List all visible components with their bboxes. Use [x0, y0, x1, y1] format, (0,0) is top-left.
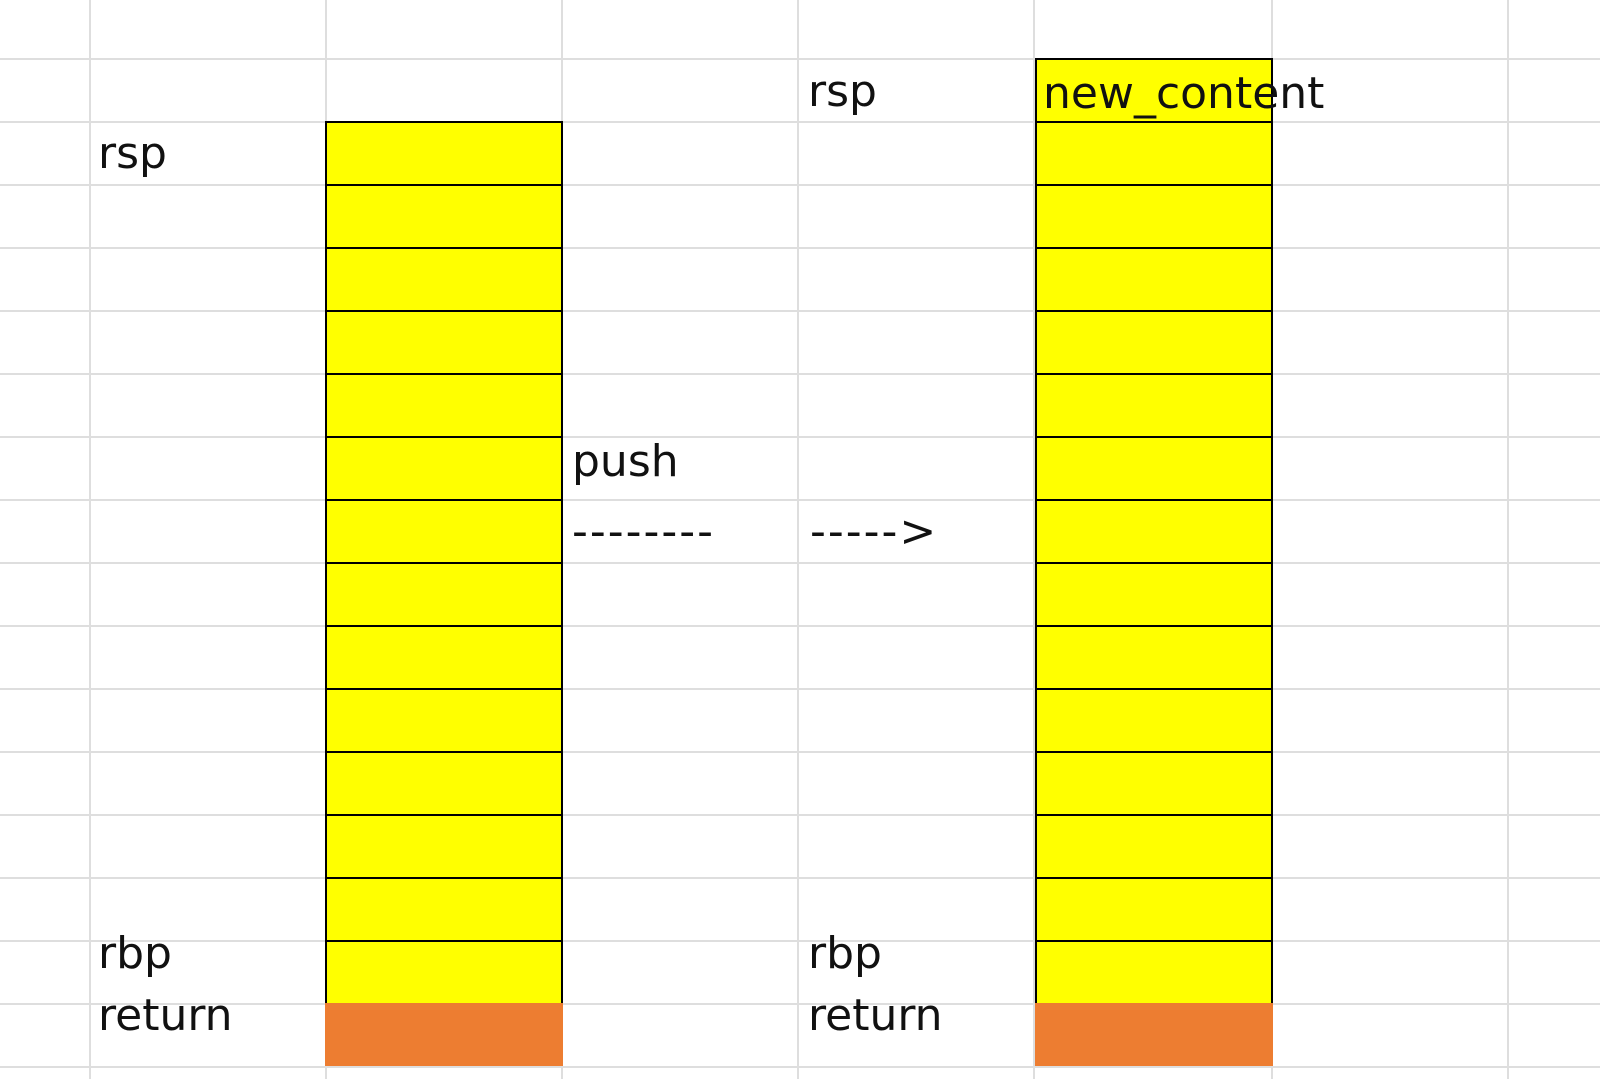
right-stack-cell — [1035, 436, 1273, 501]
grid-row-line — [0, 751, 1600, 753]
left-stack-cell — [325, 499, 563, 564]
right-stack-cell — [1035, 499, 1273, 564]
arrow-dashes-left: -------- — [572, 506, 716, 557]
grid-row-line — [0, 940, 1600, 942]
right-stack-cell — [1035, 625, 1273, 690]
arrow-dashes-right: -----> — [810, 506, 939, 557]
grid-row-line — [0, 1066, 1600, 1068]
right-stack-cell — [1035, 877, 1273, 942]
left-stack-cell — [325, 625, 563, 690]
right-stack-cell — [1035, 562, 1273, 627]
right-return-cell — [1035, 1003, 1273, 1066]
grid-column-line — [89, 0, 91, 1079]
right-stack-cell — [1035, 184, 1273, 249]
right-return-label: return — [808, 990, 943, 1041]
right-stack-cell — [1035, 121, 1273, 186]
right-stack-cell — [1035, 688, 1273, 753]
grid-row-line — [0, 373, 1600, 375]
right-stack-cell — [1035, 814, 1273, 879]
push-label: push — [572, 436, 679, 487]
left-stack-cell — [325, 184, 563, 249]
grid-row-line — [0, 688, 1600, 690]
right-stack-cell — [1035, 373, 1273, 438]
left-rsp-label: rsp — [98, 128, 167, 179]
grid-row-line — [0, 814, 1600, 816]
left-stack-cell — [325, 310, 563, 375]
grid-row-line — [0, 247, 1600, 249]
grid-row-line — [0, 877, 1600, 879]
right-stack-cell — [1035, 58, 1273, 123]
right-stack-cell — [1035, 247, 1273, 312]
grid-column-line — [797, 0, 799, 1079]
grid-row-line — [0, 1003, 1600, 1005]
grid-column-line — [1507, 0, 1509, 1079]
right-stack-cell — [1035, 940, 1273, 1005]
left-stack-cell — [325, 436, 563, 501]
right-stack-cell — [1035, 310, 1273, 375]
left-stack-cell — [325, 940, 563, 1005]
left-stack-cell — [325, 751, 563, 816]
left-stack-cell — [325, 121, 563, 186]
grid-row-line — [0, 58, 1600, 60]
right-rsp-label: rsp — [808, 66, 877, 117]
grid-row-line — [0, 562, 1600, 564]
grid-row-line — [0, 625, 1600, 627]
grid-row-line — [0, 121, 1600, 123]
right-rbp-label: rbp — [808, 928, 882, 979]
grid-row-line — [0, 184, 1600, 186]
left-stack-cell — [325, 562, 563, 627]
grid-row-line — [0, 436, 1600, 438]
left-rbp-label: rbp — [98, 928, 172, 979]
left-stack-cell — [325, 877, 563, 942]
right-stack-cell — [1035, 751, 1273, 816]
new-content-text: new_content — [1043, 68, 1325, 119]
left-return-label: return — [98, 990, 233, 1041]
grid-row-line — [0, 499, 1600, 501]
left-stack-cell — [325, 247, 563, 312]
left-return-cell — [325, 1003, 563, 1066]
grid-row-line — [0, 310, 1600, 312]
grid-column-line — [1033, 0, 1035, 1079]
left-stack-cell — [325, 688, 563, 753]
left-stack-cell — [325, 373, 563, 438]
left-stack-cell — [325, 814, 563, 879]
